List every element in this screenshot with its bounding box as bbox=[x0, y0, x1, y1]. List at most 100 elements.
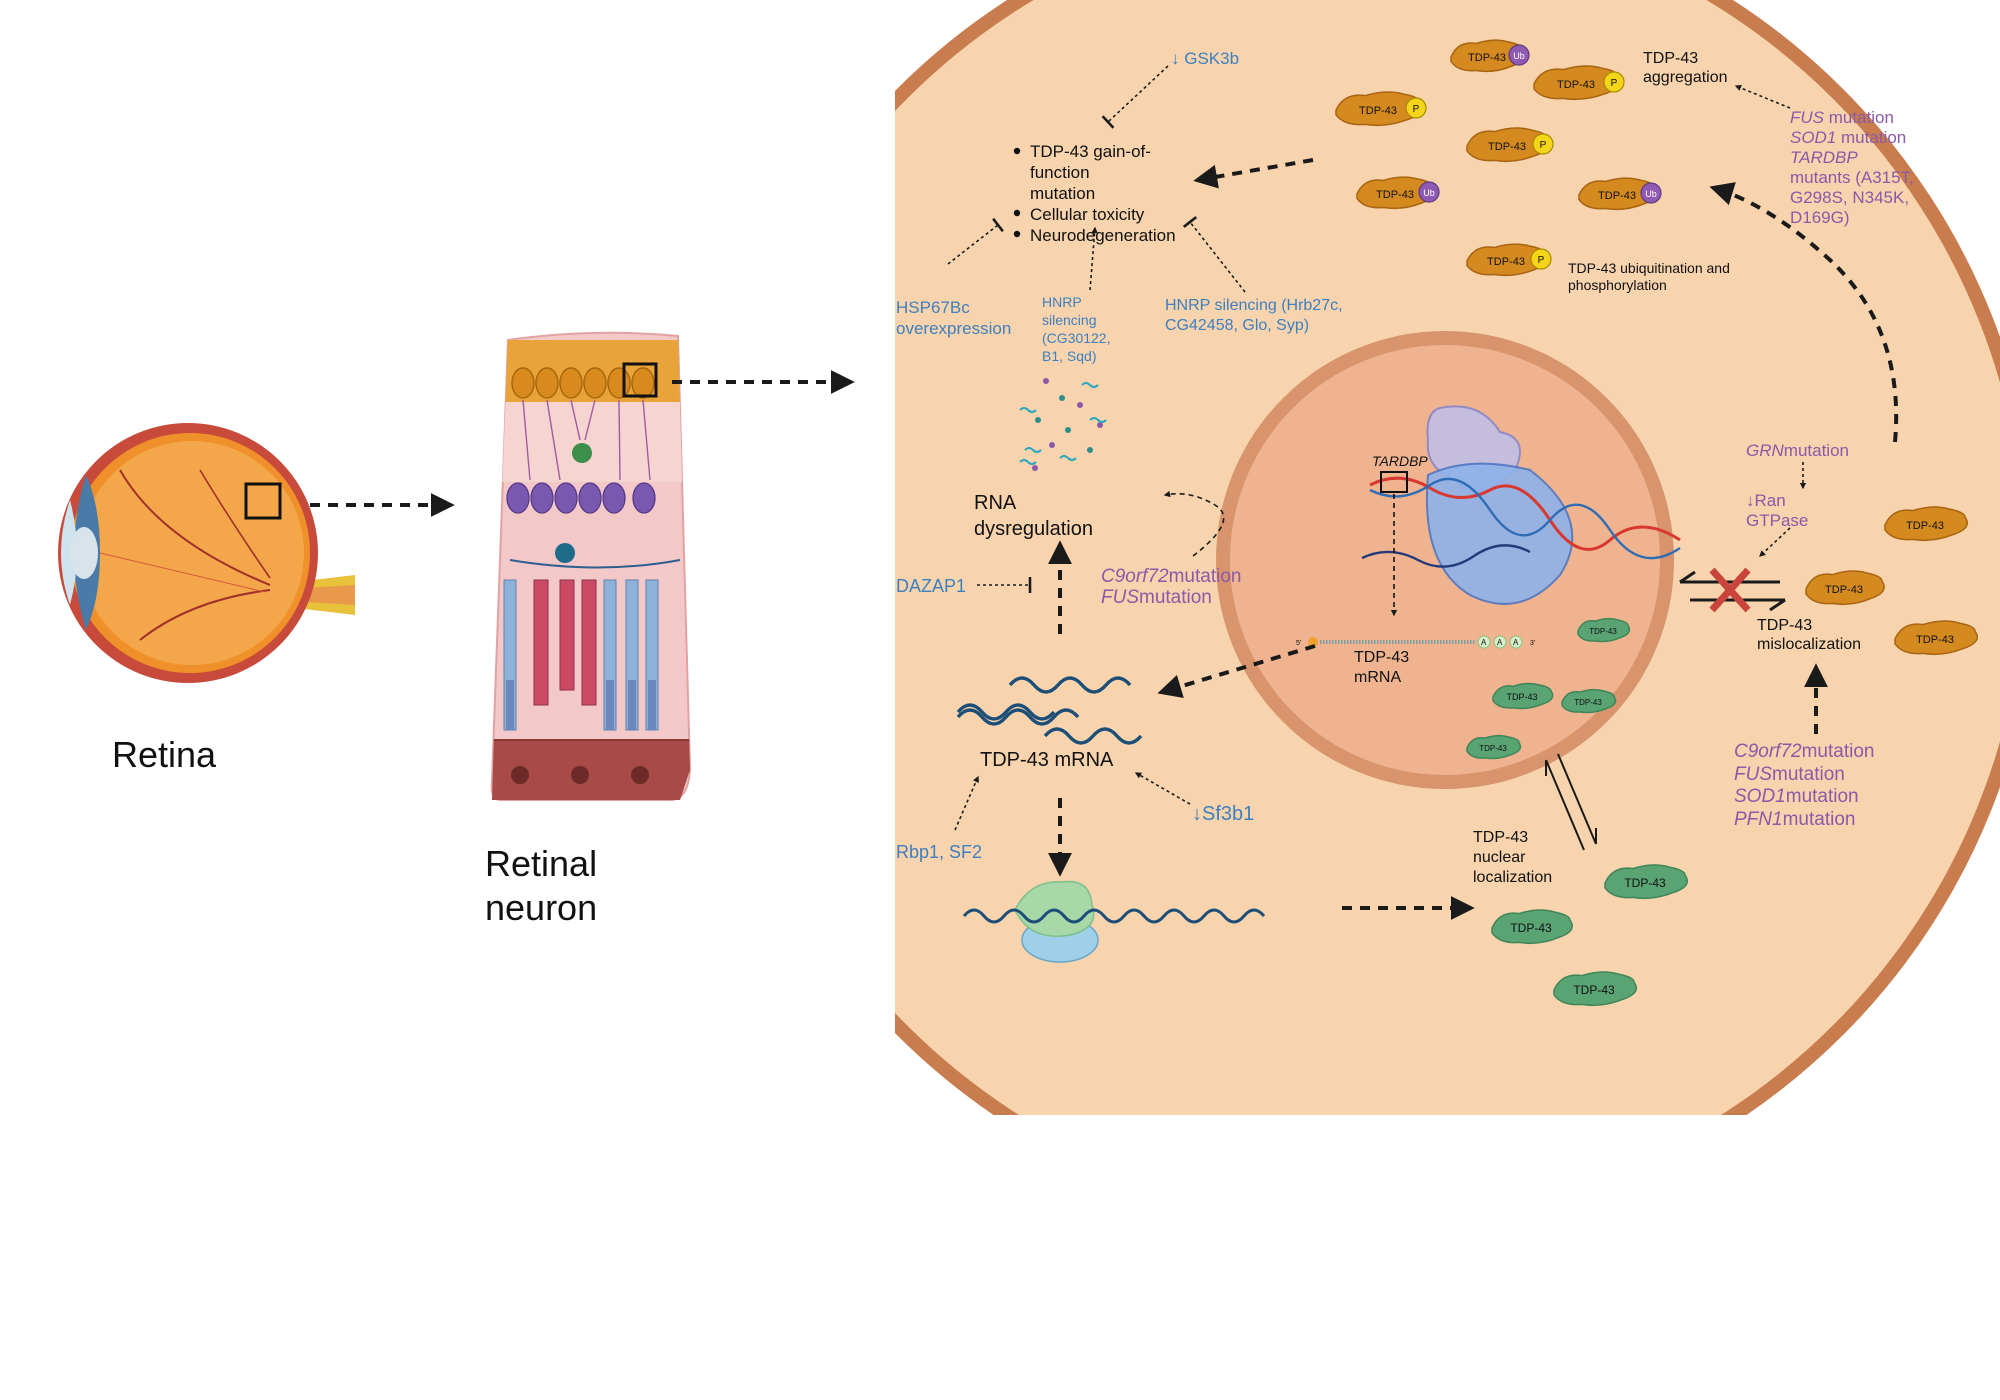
tdp43-protein: TDP-43 bbox=[1466, 734, 1522, 760]
arrow-nucleus-to-mrna bbox=[1157, 644, 1316, 698]
mislo-cause-pfn1: PFN1mutation bbox=[1734, 809, 1855, 830]
aggregate-shape bbox=[1884, 506, 1968, 542]
aggregate-label: TDP-43 bbox=[1598, 190, 1636, 202]
ubiquitin-badge-label: Ub bbox=[1423, 188, 1435, 198]
protein-label: TDP-43 bbox=[1624, 876, 1666, 890]
ran-gtpase-line1: ↓Ran bbox=[1746, 491, 1786, 510]
arrow-c9fus-to-rna-dysregulation bbox=[1163, 490, 1225, 557]
phosphate-badge-label: P bbox=[1413, 104, 1420, 115]
protein-label: TDP-43 bbox=[1510, 921, 1552, 935]
protein-shape bbox=[1492, 682, 1554, 710]
ubiquitin-badge-icon bbox=[1508, 44, 1530, 66]
tdp43-aggregate: TDP-43 Ub bbox=[1578, 177, 1662, 211]
nuclear-transport-equilibrium-arrows bbox=[1545, 753, 1597, 851]
tdp43-aggregate: TDP-43 P bbox=[1335, 91, 1427, 127]
rna-dysregulation-line1: RNA bbox=[974, 492, 1017, 514]
mislo-cause-c9orf72: C9orf72mutation bbox=[1734, 741, 1874, 762]
tdp43-aggregate: TDP-43 bbox=[1894, 620, 1978, 656]
ubiquitin-badge-icon bbox=[1418, 181, 1440, 203]
ubiquitin-badge-label: Ub bbox=[1645, 189, 1657, 199]
aggregate-label: TDP-43 bbox=[1468, 52, 1506, 64]
agg-cause-fus: FUS mutation bbox=[1790, 108, 1894, 127]
aggregate-shape bbox=[1805, 570, 1885, 606]
ubiquitination-label-line2: phosphorylation bbox=[1568, 277, 1667, 293]
arrow-mislocalization-to-aggregation bbox=[1709, 182, 1899, 443]
protein-shape bbox=[1604, 864, 1688, 900]
agg-cause-tardbp: TARDBP bbox=[1790, 148, 1858, 167]
hnrp-right-line1: HNRP silencing (Hrb27c, bbox=[1165, 297, 1343, 314]
blocked-export-symbol bbox=[1679, 567, 1786, 613]
mislocalization-line2: mislocalization bbox=[1757, 636, 1861, 653]
retinal-neuron-label-line2: neuron bbox=[485, 887, 597, 928]
protein-label: TDP-43 bbox=[1479, 744, 1507, 753]
aggregate-label: TDP-43 bbox=[1906, 520, 1944, 532]
outcome-gain-of-function-line2: function bbox=[1030, 163, 1090, 182]
mislocalization-line1: TDP-43 bbox=[1757, 617, 1812, 634]
dazap1-label: DAZAP1 bbox=[896, 576, 966, 596]
phosphate-badge-icon bbox=[1530, 248, 1552, 270]
ubiquitination-label-line1: TDP-43 ubiquitination and bbox=[1568, 260, 1730, 276]
tdp43-aggregate: TDP-43 P bbox=[1466, 243, 1552, 277]
hnrp-left-line3: (CG30122, bbox=[1042, 330, 1110, 346]
tdp43-green-proteins: TDP-43TDP-43TDP-43TDP-43TDP-43TDP-43TDP-… bbox=[1466, 617, 1688, 1007]
nuclear-localization-line2: nuclear bbox=[1473, 849, 1526, 866]
retinal-neuron-label-line1: Retinal bbox=[485, 843, 597, 884]
tardbp-gene-label: TARDBP bbox=[1372, 453, 1428, 469]
grn-mutation-label: GRNmutation bbox=[1746, 441, 1849, 460]
svg-text:5': 5' bbox=[1296, 640, 1301, 647]
hnrp-left-line4: B1, Sqd) bbox=[1042, 348, 1096, 364]
outcome-bullets: TDP-43 gain-of- function mutation Cellul… bbox=[1013, 142, 1176, 245]
nucleus: TARDBP 5' A A A 3' TDP-43 mRNA bbox=[1216, 331, 1681, 789]
hnrp-left-line2: silencing bbox=[1042, 312, 1096, 328]
arrow-aggregation-to-outcome bbox=[1193, 158, 1314, 189]
aggregate-shape bbox=[1894, 620, 1978, 656]
ribosome-translation bbox=[962, 880, 1266, 963]
mislo-cause-sod1: SOD1mutation bbox=[1734, 786, 1859, 807]
tdp43-protein: TDP-43 bbox=[1577, 617, 1631, 643]
rbp1-sf2-label: Rbp1, SF2 bbox=[896, 842, 982, 862]
agg-cause-mutants-line2: G298S, N345K, bbox=[1790, 188, 1909, 207]
gsk3b-label: ↓ GSK3b bbox=[1171, 49, 1239, 68]
svg-text:A: A bbox=[1497, 638, 1503, 647]
tdp43-mrna-waves bbox=[956, 676, 1143, 745]
phosphate-badge-label: P bbox=[1538, 255, 1545, 266]
aggregate-label: TDP-43 bbox=[1487, 256, 1525, 268]
sf3b1-label: ↓Sf3b1 bbox=[1192, 803, 1254, 825]
nuclear-mrna-label-line2: mRNA bbox=[1354, 669, 1401, 686]
tdp43-mrna-label: TDP-43 mRNA bbox=[980, 749, 1114, 771]
fus-mutation-label: FUSmutation bbox=[1101, 587, 1212, 608]
aggregation-label-line2: aggregation bbox=[1643, 69, 1728, 86]
protein-label: TDP-43 bbox=[1589, 627, 1617, 636]
tdp43-protein: TDP-43 bbox=[1492, 682, 1554, 710]
svg-text:3': 3' bbox=[1530, 640, 1535, 647]
agg-cause-mutants-line3: D169G) bbox=[1790, 208, 1850, 227]
aggregation-label-line1: TDP-43 bbox=[1643, 50, 1698, 67]
aggregate-label: TDP-43 bbox=[1359, 105, 1397, 117]
protein-shape bbox=[1491, 909, 1573, 945]
protein-shape bbox=[1577, 617, 1631, 643]
protein-label: TDP-43 bbox=[1574, 698, 1602, 707]
tdp43-protein: TDP-43 bbox=[1553, 971, 1637, 1007]
protein-label: TDP-43 bbox=[1573, 983, 1615, 997]
ran-gtpase-line2: GTPase bbox=[1746, 511, 1808, 530]
tdp43-protein: TDP-43 bbox=[1604, 864, 1688, 900]
phosphate-badge-label: P bbox=[1611, 78, 1618, 89]
aggregate-label: TDP-43 bbox=[1916, 634, 1954, 646]
outcome-gain-of-function-line1: TDP-43 gain-of- bbox=[1030, 142, 1151, 161]
protein-shape bbox=[1561, 688, 1617, 714]
nuclear-localization-line1: TDP-43 bbox=[1473, 829, 1528, 846]
retinal-column-illustration bbox=[490, 331, 692, 801]
tdp43-aggregate: TDP-43 P bbox=[1533, 65, 1625, 101]
svg-text:A: A bbox=[1513, 638, 1519, 647]
aggregate-label: TDP-43 bbox=[1825, 584, 1863, 596]
hnrp-right-line2: CG42458, Glo, Syp) bbox=[1165, 317, 1309, 334]
aggregate-label: TDP-43 bbox=[1557, 79, 1595, 91]
tdp43-mrna-transcript: 5' A A A 3' bbox=[1296, 635, 1535, 649]
agg-cause-sod1: SOD1 mutation bbox=[1790, 128, 1906, 147]
phosphate-badge-icon bbox=[1405, 97, 1427, 119]
aggregate-label: TDP-43 bbox=[1488, 141, 1526, 153]
